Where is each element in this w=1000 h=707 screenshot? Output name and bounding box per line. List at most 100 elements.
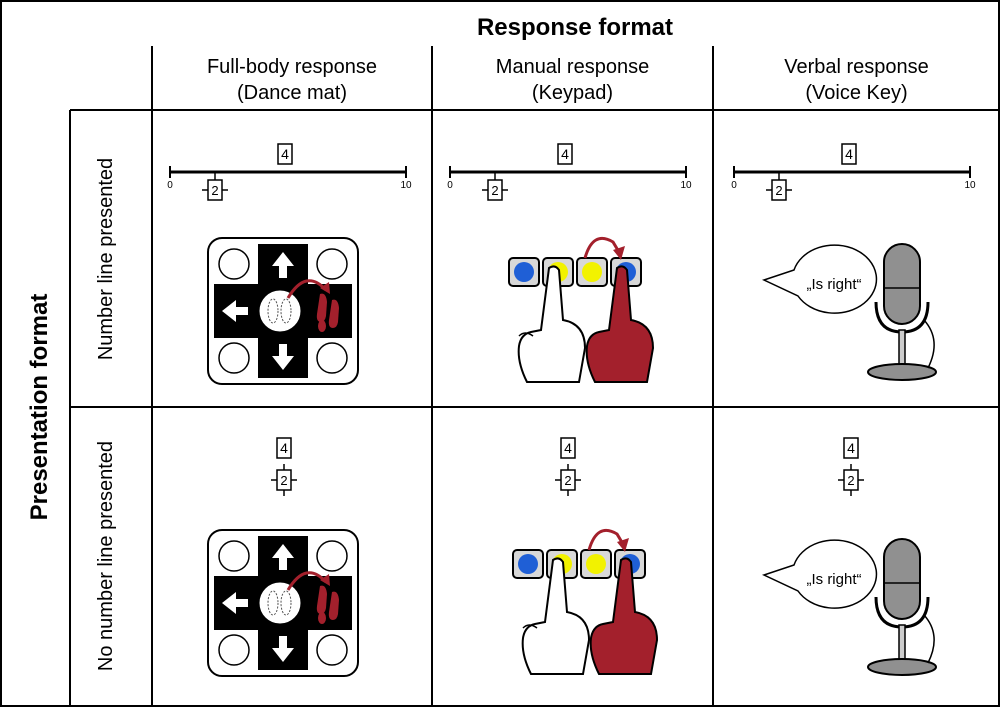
column-header-line2: (Dance mat)	[236, 82, 348, 104]
mat-corner-circle	[316, 248, 348, 280]
number-line-min-label: 0	[167, 180, 173, 191]
keypad-key-light	[514, 262, 534, 282]
number-line-stimulus: 0 10 4 2	[447, 143, 692, 201]
column-header-keypad: Manual response (Keypad)	[432, 54, 713, 106]
mat-corner-circle	[316, 540, 348, 572]
mat-center-circle	[258, 581, 302, 625]
keypad	[512, 529, 659, 675]
move-arrowhead-icon	[617, 538, 629, 552]
target-number: 4	[845, 146, 853, 162]
keypad-key-light	[582, 262, 602, 282]
arrow-up-icon	[272, 252, 294, 278]
white-hand-icon	[517, 265, 587, 383]
white-hand-icon	[521, 557, 591, 675]
microphone-pole	[898, 329, 906, 369]
arrow-up-icon	[272, 544, 294, 570]
white-hand-crease	[518, 332, 534, 337]
left-footprint-icon	[267, 590, 279, 616]
red-foot-upper-icon	[316, 293, 327, 322]
keypad-key-light	[518, 554, 538, 574]
target-number: 4	[280, 440, 288, 456]
microphone-base	[867, 363, 937, 381]
dance-mat	[207, 237, 359, 385]
single-stimulus: 42	[838, 437, 864, 496]
move-arrow-icon	[587, 529, 625, 551]
number-line-stimulus: 0 10 4 2	[731, 143, 976, 201]
microphone-cable	[923, 614, 935, 664]
number-line-max-label: 10	[964, 180, 976, 191]
right-footprint-icon	[280, 298, 292, 324]
microphone-base	[867, 658, 937, 676]
single-stimulus: 42	[555, 437, 581, 496]
single-stimulus: 42	[271, 437, 297, 496]
red-hand-icon	[585, 265, 655, 383]
number-line-max-label: 10	[400, 180, 412, 191]
white-hand-crease	[522, 624, 538, 629]
arrow-left-icon	[222, 592, 248, 614]
arrow-down-icon	[272, 636, 294, 662]
target-number: 4	[564, 440, 572, 456]
target-number-box	[557, 143, 573, 165]
column-header-voice-key: Verbal response (Voice Key)	[713, 54, 1000, 106]
red-heel-icon	[318, 612, 326, 624]
column-header-line1: Full-body response	[206, 56, 378, 78]
column-header-line1: Verbal response	[784, 56, 929, 78]
voice-key: „Is right“	[761, 538, 937, 676]
mat-corner-circle	[218, 342, 250, 374]
target-number-box	[277, 143, 293, 165]
speech-text: „Is right“	[806, 571, 861, 588]
anchor-number: 2	[564, 473, 571, 488]
speech-text: „Is right“	[806, 276, 861, 293]
number-line-min-label: 0	[447, 180, 453, 191]
move-arrowhead-icon	[320, 574, 330, 586]
keypad-key-light	[586, 554, 606, 574]
red-heel-icon	[318, 320, 326, 332]
anchor-number: 2	[211, 183, 218, 198]
number-line-max-label: 10	[680, 180, 692, 191]
target-number-box	[560, 437, 576, 459]
mat-center-circle	[258, 289, 302, 333]
arrow-down-icon	[272, 344, 294, 370]
voice-key: „Is right“	[761, 243, 937, 381]
target-number-box	[843, 437, 859, 459]
target-number: 4	[561, 146, 569, 162]
speech-bubble	[761, 244, 878, 314]
move-arrow-icon	[583, 237, 621, 259]
left-footprint-icon	[267, 298, 279, 324]
mat-corner-circle	[218, 248, 250, 280]
mat-corner-circle	[316, 342, 348, 374]
anchor-number: 2	[280, 473, 287, 488]
mat-corner-circle	[218, 634, 250, 666]
red-foot-right-icon	[328, 591, 339, 620]
speech-bubble	[761, 539, 878, 609]
dance-mat	[207, 529, 359, 677]
mat-corner-circle	[218, 540, 250, 572]
red-hand-icon	[589, 557, 659, 675]
mat-corner-circle	[316, 634, 348, 666]
right-footprint-icon	[280, 590, 292, 616]
column-header-line1: Manual response	[495, 56, 650, 78]
microphone-cable	[923, 319, 935, 369]
red-foot-upper-icon	[316, 585, 327, 614]
move-arrowhead-icon	[613, 246, 625, 260]
arrow-left-icon	[222, 300, 248, 322]
anchor-number: 2	[775, 183, 782, 198]
column-header-dance-mat: Full-body response (Dance mat)	[152, 54, 432, 106]
red-foot-right-icon	[328, 299, 339, 328]
column-header-line2: (Keypad)	[531, 82, 614, 104]
microphone-pole	[898, 624, 906, 664]
target-number-box	[841, 143, 857, 165]
microphone-head	[883, 243, 921, 325]
keypad	[508, 237, 655, 383]
microphone-head	[883, 538, 921, 620]
target-number: 4	[847, 440, 855, 456]
anchor-number: 2	[491, 183, 498, 198]
response-format-title: Response format	[476, 14, 674, 41]
anchor-number: 2	[847, 473, 854, 488]
target-number-box	[276, 437, 292, 459]
number-line-min-label: 0	[731, 180, 737, 191]
